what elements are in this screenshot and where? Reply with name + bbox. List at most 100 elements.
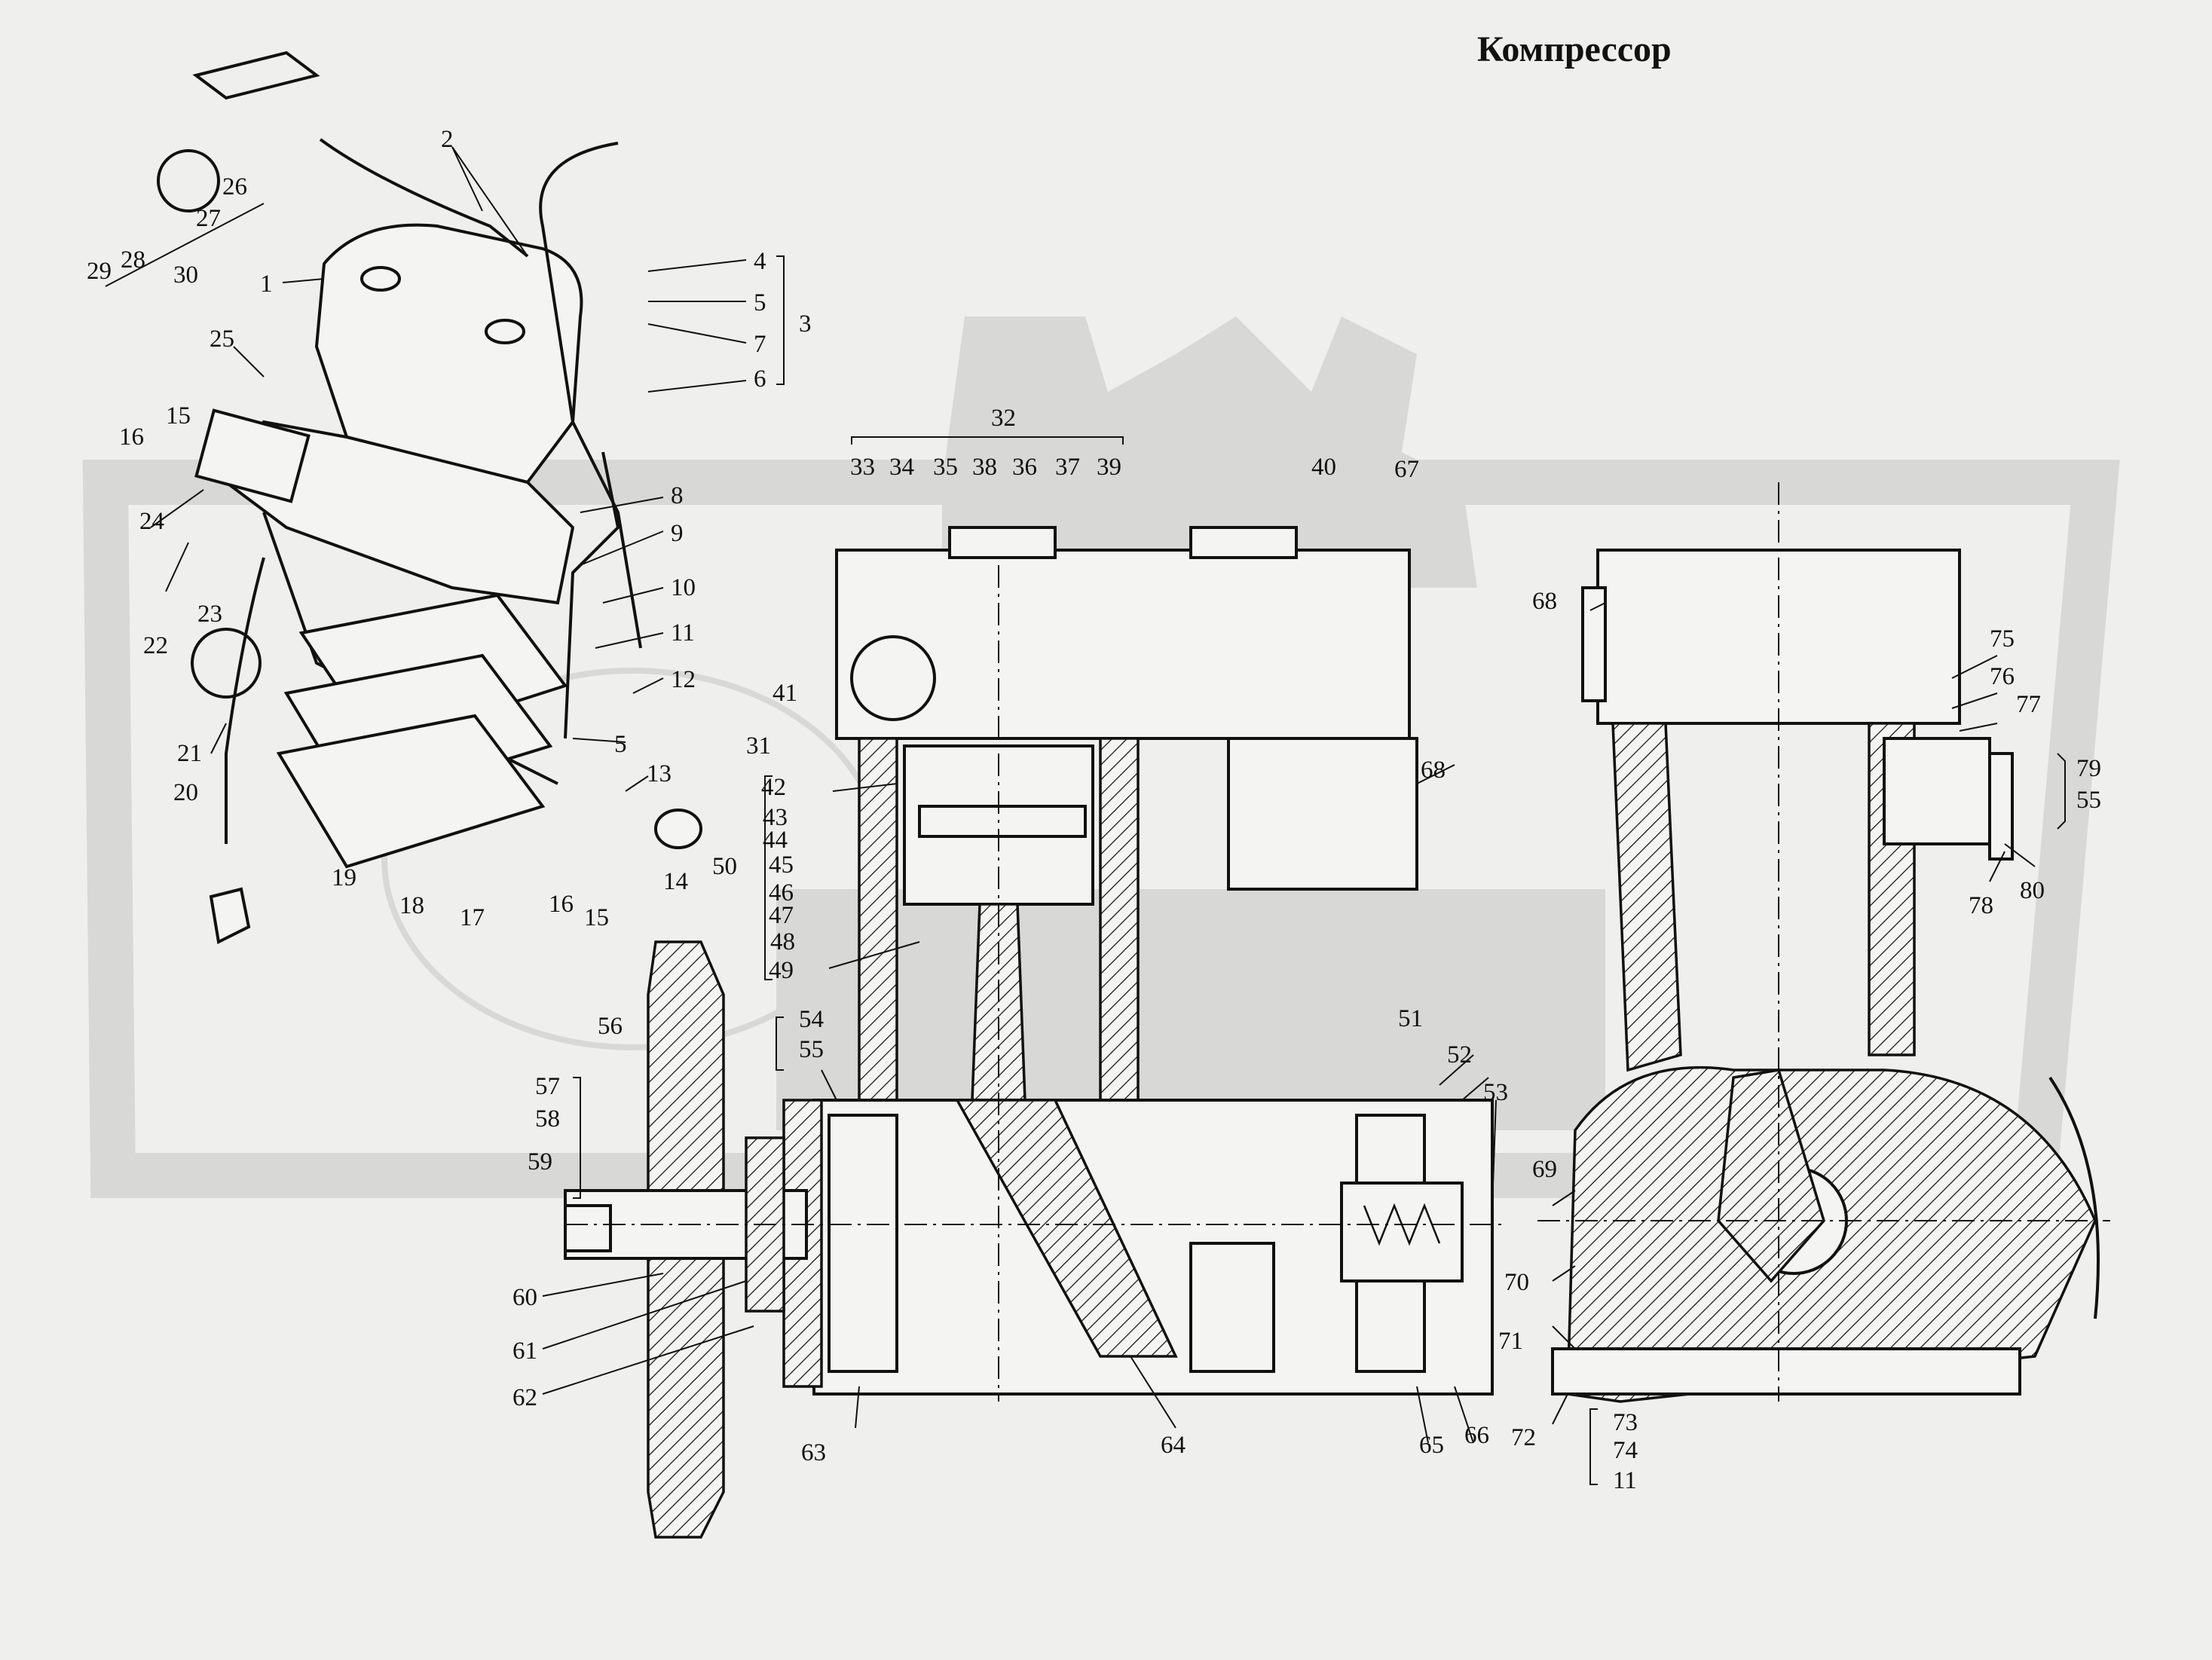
pipe-upper xyxy=(319,138,529,258)
callout-15a: 15 xyxy=(166,402,191,430)
head-cover-right xyxy=(1189,526,1298,559)
callout-14: 14 xyxy=(663,868,688,895)
leader-lines xyxy=(150,146,2036,1444)
bracket-30 xyxy=(105,203,265,287)
callout-20: 20 xyxy=(173,779,198,806)
bracket-79-55 xyxy=(2057,753,2066,830)
callout-49: 49 xyxy=(769,957,794,984)
callout-56: 56 xyxy=(598,1013,623,1040)
callout-31: 31 xyxy=(746,732,771,760)
hose-clamp-left xyxy=(191,628,262,699)
callout-64: 64 xyxy=(1161,1432,1186,1459)
callout-51: 51 xyxy=(1398,1005,1423,1032)
callout-65: 65 xyxy=(1419,1432,1444,1459)
callout-78: 78 xyxy=(1969,892,1993,919)
hose-right xyxy=(539,142,642,649)
callout-58: 58 xyxy=(535,1105,560,1133)
callout-21: 21 xyxy=(177,740,202,767)
rear-block xyxy=(1227,737,1418,891)
callout-6: 6 xyxy=(754,365,766,393)
callout-19: 19 xyxy=(332,864,356,891)
callout-73: 73 xyxy=(1613,1409,1638,1436)
callout-27: 27 xyxy=(196,205,221,232)
piston-pin xyxy=(918,805,1087,838)
callout-38: 38 xyxy=(972,454,997,481)
callout-53: 53 xyxy=(1483,1079,1508,1106)
bracket-42-50 xyxy=(764,775,773,980)
callout-46: 46 xyxy=(769,879,794,906)
callout-7: 7 xyxy=(754,331,766,358)
hose-clamp-upper xyxy=(157,149,220,212)
callout-42: 42 xyxy=(761,774,786,801)
page-title: Компрессор xyxy=(1477,29,1672,69)
callout-62: 62 xyxy=(512,1384,537,1411)
callout-40: 40 xyxy=(1311,454,1336,481)
callout-50: 50 xyxy=(712,853,737,880)
pulley-nut xyxy=(564,1204,612,1252)
longitudinal-section xyxy=(564,436,1507,1539)
crankcase xyxy=(224,420,575,605)
valve-cap-right xyxy=(485,319,525,344)
transverse-section xyxy=(1537,482,2110,1485)
callout-60: 60 xyxy=(512,1284,537,1311)
callout-26: 26 xyxy=(222,173,247,200)
callout-33: 33 xyxy=(850,454,875,481)
callout-45: 45 xyxy=(769,851,794,879)
pipe-fragment-top xyxy=(192,50,320,100)
callout-43: 43 xyxy=(763,804,788,831)
angle-fitting-lower xyxy=(209,887,251,944)
callout-52: 52 xyxy=(1447,1041,1472,1068)
counterweight xyxy=(1189,1242,1275,1373)
callout-17: 17 xyxy=(460,904,485,931)
callout-30: 30 xyxy=(173,261,198,289)
callout-22: 22 xyxy=(143,632,168,659)
callout-68a: 68 xyxy=(1421,757,1446,784)
hose-left xyxy=(225,557,265,844)
intake-flange xyxy=(194,408,311,503)
callout-75: 75 xyxy=(1990,625,2015,653)
callout-36: 36 xyxy=(1012,454,1037,481)
callout-4: 4 xyxy=(754,248,766,275)
callout-28: 28 xyxy=(121,246,145,274)
crankshaft-web xyxy=(955,1099,1178,1358)
callout-23: 23 xyxy=(197,601,222,628)
bracket-3 xyxy=(776,255,785,385)
callout-55b: 55 xyxy=(2076,787,2101,814)
callout-16b: 16 xyxy=(549,891,574,918)
callout-9: 9 xyxy=(671,520,684,547)
callout-54: 54 xyxy=(799,1006,824,1033)
cylinder-wall-right xyxy=(1099,737,1140,1102)
callout-35: 35 xyxy=(933,454,958,481)
bracket-73-11 xyxy=(1589,1408,1598,1485)
relief-valve xyxy=(1340,1182,1464,1282)
callout-18: 18 xyxy=(399,892,424,919)
callout-25: 25 xyxy=(210,326,234,353)
cylinder-wall-left xyxy=(858,737,898,1102)
callout-63: 63 xyxy=(801,1439,826,1466)
callout-47: 47 xyxy=(769,902,794,929)
callout-8: 8 xyxy=(671,482,684,509)
callout-2: 2 xyxy=(441,126,454,153)
valve-cap-left xyxy=(360,266,401,292)
callout-29: 29 xyxy=(87,258,112,285)
callout-11a: 11 xyxy=(671,619,695,647)
callout-labels: 1 2 3 4 5 6 7 8 9 10 11 12 5 13 14 15 16… xyxy=(87,126,2101,1494)
callout-61: 61 xyxy=(512,1337,537,1365)
side-boss xyxy=(1581,586,1607,702)
callout-55a: 55 xyxy=(799,1036,824,1063)
callout-10: 10 xyxy=(671,574,696,601)
outlet-fitting xyxy=(1883,737,1991,845)
callout-69: 69 xyxy=(1532,1156,1557,1183)
callout-57: 57 xyxy=(535,1073,560,1100)
callout-66: 66 xyxy=(1464,1422,1489,1449)
callout-72: 72 xyxy=(1511,1424,1536,1451)
callout-5b: 5 xyxy=(614,731,627,758)
bracket-54-55 xyxy=(776,1016,784,1071)
callout-68b: 68 xyxy=(1532,588,1557,615)
callout-5a: 5 xyxy=(754,289,766,316)
callout-67: 67 xyxy=(1394,456,1419,483)
drive-flange xyxy=(2048,1076,2100,1319)
callout-13: 13 xyxy=(647,760,672,787)
callout-12: 12 xyxy=(671,666,696,693)
cylinder-side-left xyxy=(1611,722,1682,1072)
